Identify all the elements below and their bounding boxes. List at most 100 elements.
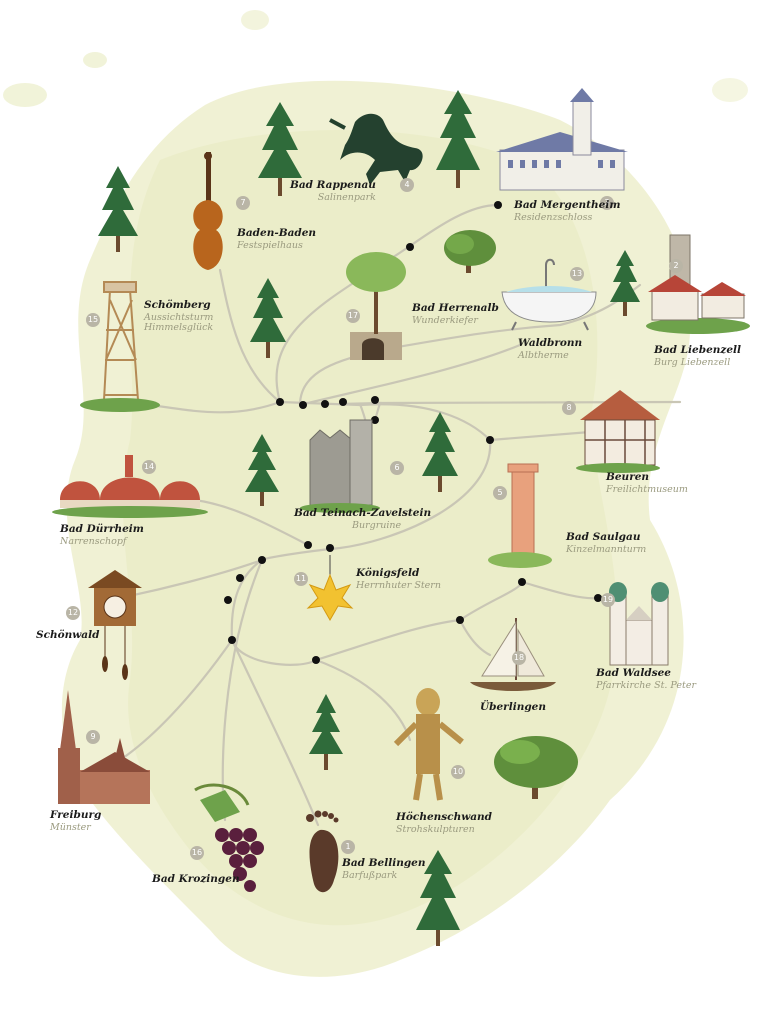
town-name: Bad Rappenau bbox=[290, 179, 376, 191]
town-name: Schönwald bbox=[36, 629, 100, 641]
site-number-badge: 15 bbox=[86, 313, 100, 327]
site-number-badge: 19 bbox=[601, 593, 615, 607]
bathtub-icon bbox=[501, 258, 597, 331]
cuckoo-clock-icon bbox=[88, 570, 142, 680]
town-name: Königsfeld bbox=[356, 567, 420, 579]
castle-ruin-icon bbox=[300, 419, 380, 513]
town-name: Höchenschwand bbox=[396, 811, 493, 823]
fir-tree-icon bbox=[98, 166, 138, 252]
site-name: Pfarrkirche St. Peter bbox=[596, 680, 697, 692]
site-label-bad-krozingen: Bad Krozingen bbox=[152, 873, 240, 885]
site-label-beuren: Beuren Freilichtmuseum bbox=[606, 471, 688, 496]
deciduous-tree-icon bbox=[494, 736, 578, 799]
site-label-bad-bellingen: Bad Bellingen Barfußpark bbox=[342, 857, 426, 882]
deciduous-tree-icon bbox=[444, 230, 496, 273]
fir-tree-icon bbox=[422, 412, 458, 492]
site-number-badge: 8 bbox=[562, 401, 576, 415]
domes-icon bbox=[52, 455, 208, 518]
site-name-line2: Himmelsglück bbox=[144, 321, 214, 333]
site-number-badge: 11 bbox=[294, 572, 308, 586]
baroque-church-icon bbox=[609, 582, 669, 666]
site-number-badge: 10 bbox=[451, 765, 465, 779]
pine-on-wall-icon bbox=[346, 252, 406, 360]
route-stop bbox=[518, 578, 526, 586]
route-stop bbox=[339, 398, 347, 406]
town-name: Bad Teinach-Zavelstein bbox=[294, 507, 432, 519]
observation-tower-icon bbox=[80, 281, 160, 412]
route-stop bbox=[594, 594, 602, 602]
site-label-schoemberg: Schömberg Aussichtsturm Himmelsglück bbox=[144, 299, 214, 333]
route-stop bbox=[326, 544, 334, 552]
site-name: Freilichtmuseum bbox=[606, 484, 688, 496]
route-stop bbox=[228, 636, 236, 644]
site-label-bad-waldsee: Bad Waldsee Pfarrkirche St. Peter bbox=[596, 667, 697, 692]
site-label-bad-herrenalb: Bad Herrenalb Wunderkiefer bbox=[412, 302, 499, 326]
site-name: Herrnhuter Stern bbox=[356, 580, 441, 592]
fir-tree-icon bbox=[309, 694, 343, 770]
half-timbered-house-icon bbox=[576, 390, 660, 473]
site-number-badge: 18 bbox=[512, 651, 526, 665]
site-number-badge: 4 bbox=[400, 178, 414, 192]
site-label-freiburg: Freiburg Münster bbox=[50, 809, 101, 834]
site-name: Barfußpark bbox=[342, 870, 398, 882]
tower-icon bbox=[488, 463, 552, 568]
site-number-badge: 14 bbox=[142, 460, 156, 474]
town-name: Beuren bbox=[606, 471, 650, 483]
site-label-bad-mergentheim: Bad Mergentheim Residenzschloss bbox=[514, 199, 621, 223]
route-stop bbox=[304, 541, 312, 549]
fir-tree-icons bbox=[98, 90, 640, 946]
site-number-badge: 6 bbox=[390, 461, 404, 475]
site-number-badge: 12 bbox=[66, 606, 80, 620]
star-icon bbox=[306, 555, 354, 622]
town-name: Schömberg bbox=[144, 299, 211, 311]
site-number-badge: 7 bbox=[236, 196, 250, 210]
site-label-schoenwald: Schönwald bbox=[36, 629, 100, 641]
town-name: Bad Waldsee bbox=[596, 667, 671, 679]
route-loop-inner bbox=[298, 283, 642, 407]
palace-icon bbox=[496, 88, 628, 191]
site-name: Münster bbox=[50, 822, 91, 834]
route-stop bbox=[371, 396, 379, 404]
route-stop bbox=[494, 201, 502, 209]
town-name: Bad Bellingen bbox=[342, 857, 426, 869]
fir-tree-icon bbox=[245, 434, 279, 506]
site-name: Albtherme bbox=[518, 350, 569, 362]
site-number-badge: 3 bbox=[600, 196, 614, 210]
route-stops bbox=[224, 201, 602, 664]
horse-icon bbox=[329, 113, 423, 185]
site-label-koenigsfeld: Königsfeld Herrnhuter Stern bbox=[356, 567, 441, 592]
route-stop bbox=[406, 243, 414, 251]
route-stop bbox=[456, 616, 464, 624]
route-stop bbox=[486, 436, 494, 444]
town-name: Bad Krozingen bbox=[152, 873, 240, 885]
fir-tree-icon bbox=[250, 278, 286, 358]
site-number-badge: 13 bbox=[570, 267, 584, 281]
town-name: Bad Mergentheim bbox=[514, 199, 621, 211]
route-stop bbox=[312, 656, 320, 664]
fir-tree-icon bbox=[258, 102, 302, 196]
site-name: Salinenpark bbox=[317, 192, 376, 204]
site-label-bad-rappenau: Bad Rappenau Salinenpark bbox=[290, 179, 376, 204]
route-stop bbox=[236, 574, 244, 582]
site-label-bad-liebenzell: Bad Liebenzell Burg Liebenzell bbox=[654, 344, 741, 368]
route-stop bbox=[276, 398, 284, 406]
site-label-baden-baden: Baden-Baden Festspielhaus bbox=[237, 227, 316, 252]
straw-figure-icon bbox=[393, 688, 464, 801]
site-name: Strohskulpturen bbox=[396, 824, 475, 836]
site-number-badge: 2 bbox=[669, 259, 683, 273]
site-number-badge: 1 bbox=[341, 840, 355, 854]
grapes-icon bbox=[194, 783, 264, 892]
site-number-badge: 9 bbox=[86, 730, 100, 744]
site-label-bad-duerrheim: Bad Dürrheim Narrenschopf bbox=[60, 523, 144, 547]
town-name: Bad Saulgau bbox=[566, 531, 641, 543]
cathedral-icon bbox=[58, 690, 150, 804]
site-name-line1: Aussichtsturm bbox=[144, 312, 214, 324]
site-name: Festspielhaus bbox=[237, 240, 303, 252]
route-stop bbox=[299, 401, 307, 409]
route-stop bbox=[258, 556, 266, 564]
route-stop bbox=[321, 400, 329, 408]
fir-tree-icon bbox=[416, 850, 460, 946]
site-label-bad-saulgau: Bad Saulgau Kinzelmannturm bbox=[566, 531, 646, 555]
town-name: Waldbronn bbox=[518, 337, 583, 349]
